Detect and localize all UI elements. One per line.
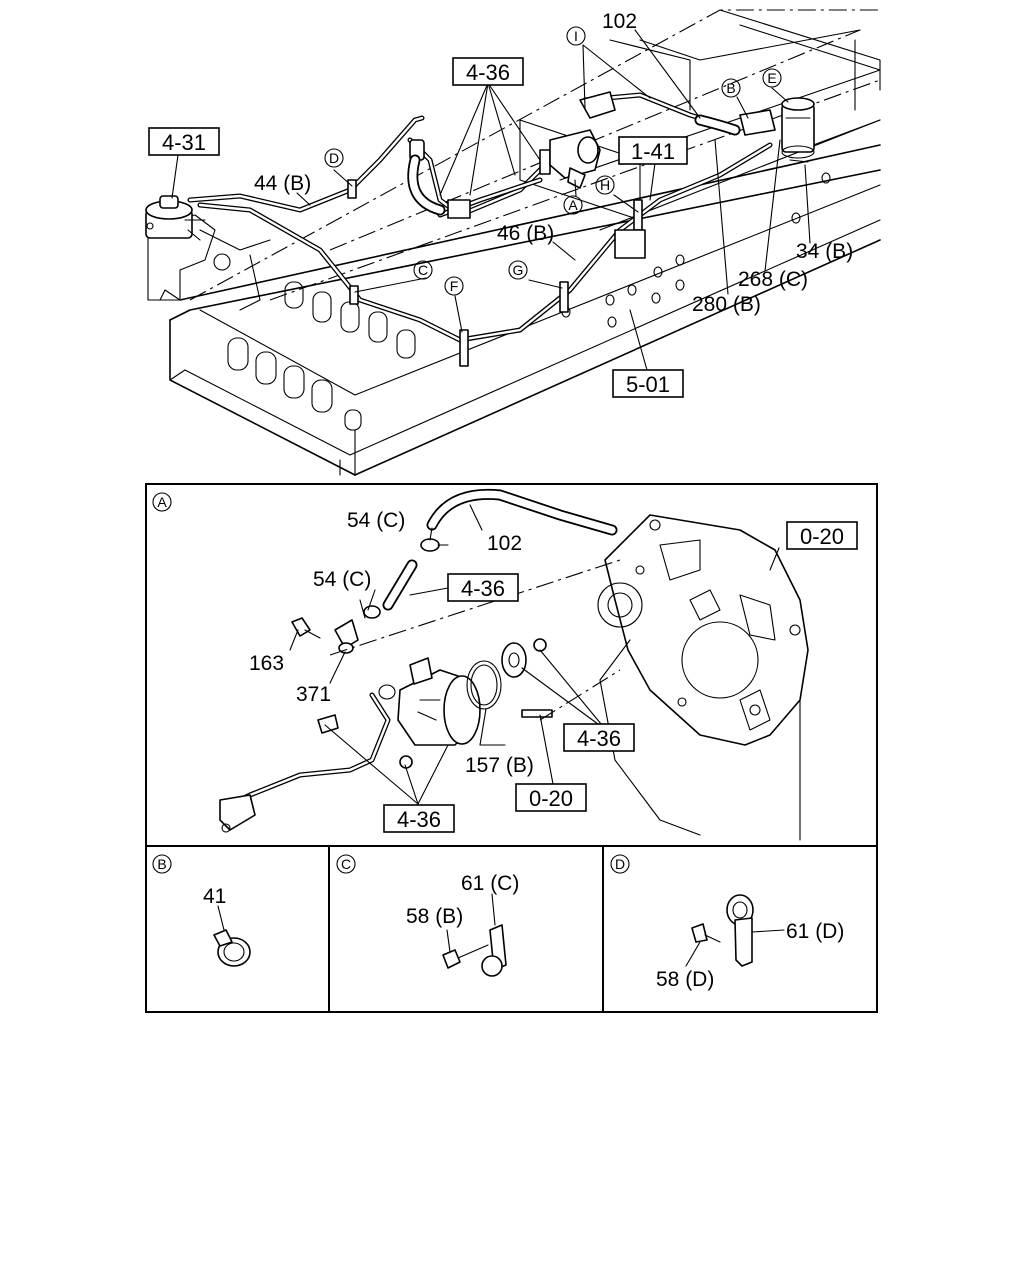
ref-box-4-36-c: 4-36	[383, 804, 455, 833]
svg-text:4-31: 4-31	[162, 130, 206, 155]
label-102-detail: 102	[487, 532, 522, 555]
svg-text:1-41: 1-41	[631, 139, 675, 164]
marker-I: I	[566, 26, 586, 46]
ref-box-4-36-b: 4-36	[563, 723, 635, 752]
svg-text:C: C	[341, 856, 351, 872]
svg-text:0-20: 0-20	[529, 786, 573, 811]
detail-d-panel: D 61 (D) 58 (D)	[602, 845, 878, 1013]
overview-leaders	[171, 29, 811, 371]
clip-c	[442, 924, 507, 977]
ref-box-1-41: 1-41	[618, 136, 688, 165]
label-163: 163	[249, 652, 284, 675]
label-61d: 61 (D)	[786, 920, 844, 943]
svg-text:B: B	[157, 856, 166, 872]
marker-H: H	[595, 175, 615, 195]
marker-A: A	[563, 195, 583, 215]
svg-text:I: I	[574, 28, 578, 44]
marker-F: F	[444, 276, 464, 296]
svg-text:E: E	[767, 70, 776, 86]
marker-D: D	[324, 148, 344, 168]
detail-pump	[378, 657, 481, 746]
label-280b: 280 (B)	[692, 293, 761, 316]
marker-G: G	[508, 260, 528, 280]
svg-text:H: H	[600, 177, 610, 193]
detail-b-panel: B 41	[145, 845, 330, 1013]
detail-pressure-pipe	[219, 692, 413, 833]
overview-pump	[549, 91, 616, 189]
label-371: 371	[296, 683, 331, 706]
svg-text:C: C	[418, 262, 428, 278]
chassis-frame	[147, 9, 881, 476]
clip-d	[691, 894, 754, 967]
svg-text:4-36: 4-36	[466, 60, 510, 85]
label-157b: 157 (B)	[465, 754, 534, 777]
label-268c: 268 (C)	[738, 268, 808, 291]
ref-box-4-36-a: 4-36	[447, 573, 519, 602]
svg-text:B: B	[726, 80, 735, 96]
svg-text:D: D	[329, 150, 339, 166]
svg-text:4-36: 4-36	[577, 726, 621, 751]
hose-clamp	[213, 929, 251, 967]
ref-box-4-31: 4-31	[148, 127, 220, 156]
marker-E: E	[762, 68, 782, 88]
svg-text:F: F	[450, 278, 459, 294]
label-44b: 44 (B)	[254, 172, 311, 195]
svg-text:4-36: 4-36	[461, 576, 505, 601]
svg-text:0-20: 0-20	[800, 524, 844, 549]
ref-box-0-20-a: 0-20	[786, 521, 858, 550]
detail-hose-102	[359, 488, 618, 619]
label-58b: 58 (B)	[406, 905, 463, 928]
reservoir-left	[145, 195, 206, 241]
label-46b: 46 (B)	[497, 222, 554, 245]
pipe-lines	[187, 115, 773, 367]
label-54c-upper: 54 (C)	[347, 509, 405, 532]
label-58d: 58 (D)	[656, 968, 714, 991]
svg-text:A: A	[157, 494, 167, 510]
ref-box-0-20-b: 0-20	[515, 783, 587, 812]
svg-text:4-36: 4-36	[397, 807, 441, 832]
detail-ring-gear	[466, 638, 553, 718]
ref-box-5-01: 5-01	[612, 369, 684, 398]
svg-text:A: A	[568, 197, 578, 213]
reservoir-right	[739, 97, 815, 163]
detail-fittings	[291, 617, 359, 654]
svg-text:5-01: 5-01	[626, 372, 670, 397]
label-41: 41	[203, 885, 226, 908]
label-34b: 34 (B)	[796, 240, 853, 263]
ref-box-4-36-top: 4-36	[452, 57, 524, 86]
svg-text:G: G	[513, 262, 524, 278]
label-61c: 61 (C)	[461, 872, 519, 895]
detail-a-leaders	[289, 504, 780, 805]
overview-hose	[407, 92, 741, 216]
detail-c-panel: C 61 (C) 58 (B)	[328, 845, 604, 1013]
label-102-top: 102	[602, 10, 637, 33]
svg-text:D: D	[615, 856, 625, 872]
marker-C: C	[413, 260, 433, 280]
flywheel-housing	[597, 514, 809, 841]
label-54c-lower: 54 (C)	[313, 568, 371, 591]
marker-B: B	[721, 78, 741, 98]
